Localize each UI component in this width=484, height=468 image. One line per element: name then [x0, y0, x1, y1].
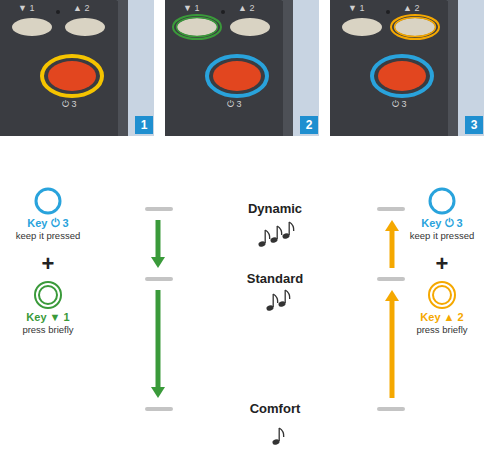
- key-name: Key ⏻ 3: [8, 217, 88, 230]
- callout-number: 2: [300, 116, 318, 134]
- button-marking: ⏻ 3: [392, 99, 407, 110]
- remote-photo: [165, 0, 319, 136]
- key-node: Key ▲ 2press briefly: [402, 280, 482, 336]
- button-marking: ▲ 2: [403, 3, 419, 14]
- level-name: Comfort: [140, 400, 410, 418]
- key-hint: press briefly: [402, 324, 482, 336]
- button-marking: ⏻ 3: [62, 99, 77, 110]
- callout-number: 1: [135, 116, 153, 134]
- button-marking: ▼ 1: [183, 3, 199, 14]
- level-bar: [145, 277, 173, 281]
- callout-number: 3: [465, 116, 483, 134]
- level-bar: [145, 407, 173, 411]
- level-name: Dynamic: [140, 200, 410, 218]
- key-ring: [33, 280, 63, 310]
- key-ring: [427, 186, 457, 216]
- remote-photo: [0, 0, 154, 136]
- level-name: Standard: [140, 270, 410, 288]
- level-arrow: [385, 220, 399, 268]
- key-name: Key ▼ 1: [8, 311, 88, 324]
- key-ring: [33, 186, 63, 216]
- key-node: Key ⏻ 3keep it pressed: [402, 186, 482, 242]
- level-arrow: [151, 290, 165, 398]
- level-bar: [377, 277, 405, 281]
- level-row: Comfort: [140, 400, 410, 418]
- level-bar: [377, 407, 405, 411]
- key-ring: [427, 280, 457, 310]
- button-marking: ⏻ 3: [227, 99, 242, 110]
- button-marking: ▲ 2: [238, 3, 254, 14]
- key-name: Key ⏻ 3: [402, 217, 482, 230]
- level-arrow: [151, 220, 165, 268]
- level-row: Standard: [140, 270, 410, 288]
- key-name: Key ▲ 2: [402, 311, 482, 324]
- key-node: Key ⏻ 3keep it pressed: [8, 186, 88, 242]
- key-hint: keep it pressed: [8, 230, 88, 242]
- button-marking: ▼ 1: [18, 3, 34, 14]
- button-marking: ▲ 2: [73, 3, 89, 14]
- plus-sign: +: [33, 252, 63, 276]
- level-bar: [145, 207, 173, 211]
- key-hint: press briefly: [8, 324, 88, 336]
- plus-sign: +: [427, 252, 457, 276]
- level-row: Dynamic: [140, 200, 410, 218]
- level-arrow: [385, 290, 399, 398]
- remote-photo: [330, 0, 484, 136]
- level-bar: [377, 207, 405, 211]
- key-hint: keep it pressed: [402, 230, 482, 242]
- key-node: Key ▼ 1press briefly: [8, 280, 88, 336]
- button-marking: ▼ 1: [348, 3, 364, 14]
